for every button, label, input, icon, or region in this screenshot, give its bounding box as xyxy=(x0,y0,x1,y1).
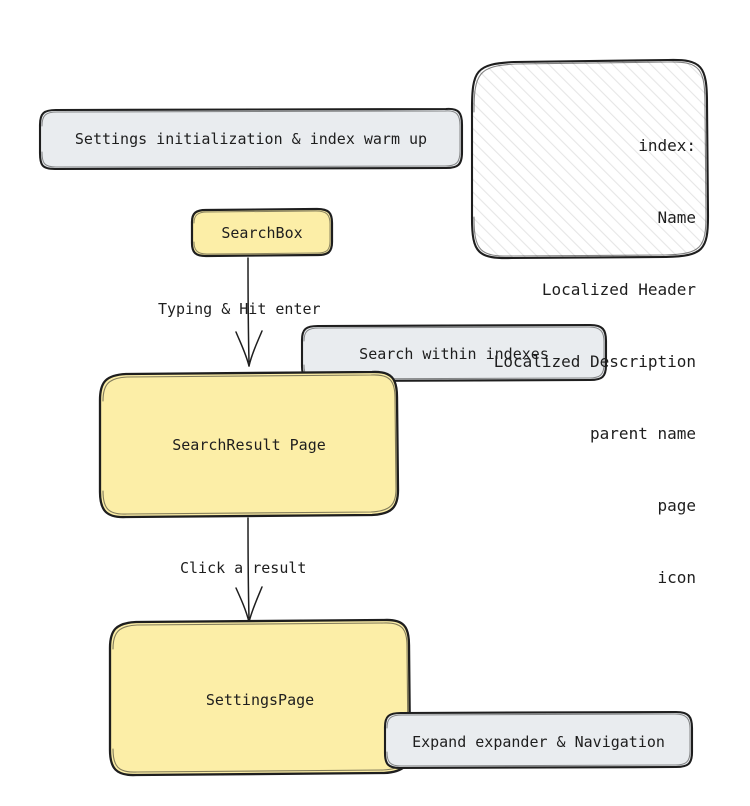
index-card-shape xyxy=(470,58,710,260)
node-searchresult[interactable] xyxy=(100,372,398,518)
annotation-init-shape xyxy=(38,107,464,171)
annotation-init[interactable] xyxy=(40,108,462,169)
edge-typing-hit-enter xyxy=(235,257,263,367)
annotation-expand[interactable] xyxy=(385,712,692,768)
node-settingspage[interactable] xyxy=(110,620,410,776)
index-card[interactable] xyxy=(472,59,708,259)
node-searchresult-shape xyxy=(98,370,400,519)
node-searchbox[interactable] xyxy=(192,209,332,256)
node-searchbox-shape xyxy=(190,207,334,258)
edge-click-a-result xyxy=(235,517,263,623)
annotation-expand-shape xyxy=(383,710,694,770)
